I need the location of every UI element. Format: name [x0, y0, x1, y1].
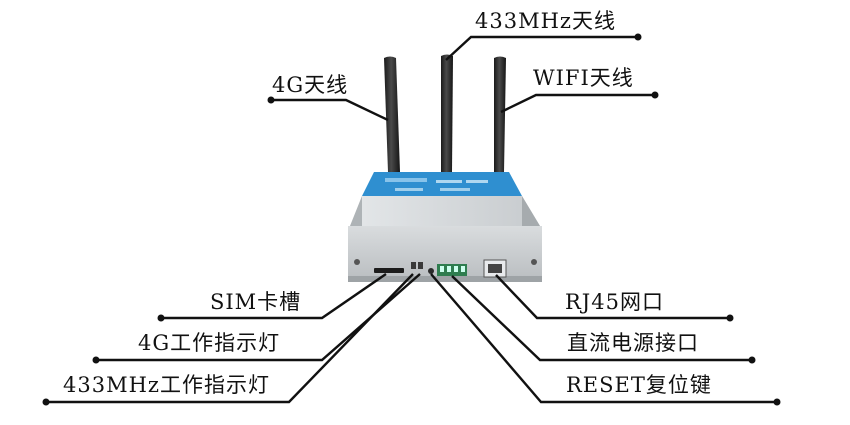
label-sim-slot: SIM卡槽	[210, 290, 302, 314]
label-reset: RESET复位键	[566, 373, 712, 397]
leader-wifi-antenna	[500, 93, 655, 114]
leader-sim	[161, 273, 387, 320]
router-body	[348, 172, 542, 282]
label-4g-antenna: 4G天线	[272, 73, 349, 97]
label-dc-power: 直流电源接口	[567, 331, 699, 355]
antenna-wifi	[494, 56, 506, 172]
leader-dc	[451, 275, 752, 362]
label-rj45: RJ45网口	[565, 290, 664, 314]
leader-433-antenna	[445, 35, 638, 61]
leader-led-433	[46, 273, 414, 404]
reset-button-shape	[428, 268, 434, 274]
leader-reset	[430, 273, 777, 404]
leader-4g-antenna	[271, 98, 389, 122]
antenna-433	[441, 54, 453, 172]
dc-terminal-shape	[437, 264, 467, 276]
leader-rj45	[495, 274, 730, 320]
label-led-4g: 4G工作指示灯	[138, 331, 281, 355]
led-433-shape	[411, 262, 416, 269]
sim-slot-shape	[374, 268, 404, 273]
leader-led-4g	[96, 273, 421, 362]
label-433-antenna: 433MHz天线	[475, 9, 616, 33]
antenna-4g	[384, 56, 400, 172]
label-led-433: 433MHz工作指示灯	[63, 373, 270, 397]
leader-lines	[42, 33, 781, 406]
label-wifi-antenna: WIFI天线	[533, 66, 634, 90]
led-4g-shape	[418, 262, 423, 269]
